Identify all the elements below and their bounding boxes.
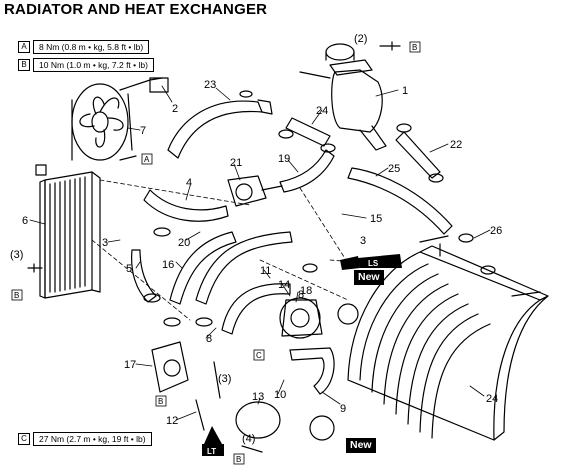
torque-value-a: 8 Nm (0.8 m • kg, 5.8 ft • lb) <box>33 40 150 54</box>
hose-22 <box>395 131 441 179</box>
part-14: 14 <box>278 279 290 291</box>
torque-spec-b: B 10 Nm (1.0 m • kg, 7.2 ft • lb) <box>18 58 154 72</box>
pipe-11 <box>195 231 293 305</box>
callout-b-left: B <box>14 291 19 300</box>
part-4: 4 <box>186 177 192 189</box>
part-15: 15 <box>370 213 382 225</box>
water-pump <box>279 297 323 339</box>
hose-25 <box>347 167 453 235</box>
hose-24-top <box>285 117 331 147</box>
torque-spec-a: A 8 Nm (0.8 m • kg, 5.8 ft • lb) <box>18 40 150 54</box>
fan-connector <box>149 77 169 93</box>
cooling-fan <box>71 77 163 161</box>
torque-key-b: B <box>18 59 30 71</box>
part-24-top: 24 <box>316 105 328 117</box>
qty-3-bottom: (3) <box>218 373 231 385</box>
part-11: 11 <box>260 265 271 277</box>
part-26: 26 <box>490 225 502 237</box>
part-5: 5 <box>126 263 132 275</box>
torque-key-a: A <box>18 41 30 53</box>
part-16: 16 <box>162 259 174 271</box>
callout-a-fan: A <box>144 155 150 164</box>
part-8-mid: 8 <box>298 289 304 301</box>
part-6: 6 <box>22 215 28 227</box>
leader-lines <box>29 85 491 421</box>
torque-spec-c: C 27 Nm (2.7 m • kg, 19 ft • lb) <box>18 432 152 446</box>
part-9: 9 <box>340 403 346 415</box>
hose-4 <box>143 189 229 222</box>
callout-c-mid: C <box>256 351 262 360</box>
thermostat-housing <box>227 175 283 207</box>
pipe-14 <box>221 283 291 335</box>
part-25: 25 <box>388 163 400 175</box>
qty-3-left: (3) <box>10 249 23 261</box>
housing-cover-bottom <box>235 401 281 439</box>
part-10: 10 <box>274 389 286 401</box>
torque-callout-boxes: B A B C B B <box>11 41 421 465</box>
part-18: 18 <box>300 285 312 297</box>
callout-b-bottom: B <box>158 397 163 406</box>
part-21: 21 <box>230 157 242 169</box>
hose-19 <box>279 149 335 193</box>
ls-grease-icon: LS <box>340 254 402 270</box>
heat-exchanger <box>347 235 549 441</box>
pipe-16 <box>169 231 237 305</box>
part-12: 12 <box>166 415 178 427</box>
torque-key-c: C <box>18 433 30 445</box>
guide-lines <box>91 179 381 321</box>
o-ring-right <box>337 303 359 325</box>
torque-value-b: 10 Nm (1.0 m • kg, 7.2 ft • lb) <box>33 58 154 72</box>
part-17: 17 <box>124 359 136 371</box>
part-3-right: 3 <box>360 235 366 247</box>
part-24-bottom: 24 <box>486 393 498 405</box>
callout-b-base: B <box>236 455 241 464</box>
pipe-9 <box>289 347 335 395</box>
new-badge-bottom: New <box>346 438 376 453</box>
ls-label: LS <box>368 259 379 268</box>
part-20: 20 <box>178 237 190 249</box>
new-badge-right: New <box>354 270 384 285</box>
reservoir-tank <box>299 43 387 151</box>
qty-4-bottom: (4) <box>242 433 255 445</box>
part-7: 7 <box>140 125 146 137</box>
lt-locking-agent-icon: LT <box>202 426 224 456</box>
part-19: 19 <box>278 153 290 165</box>
part-1: 1 <box>402 85 408 97</box>
part-13: 13 <box>252 391 264 403</box>
part-3-left: 3 <box>102 237 108 249</box>
bolts <box>27 41 401 453</box>
torque-value-c: 27 Nm (2.7 m • kg, 19 ft • lb) <box>33 432 152 446</box>
diagram-title: RADIATOR AND HEAT EXCHANGER <box>4 1 268 18</box>
radiator-core-left <box>35 164 101 299</box>
upper-hose-23 <box>167 100 263 159</box>
part-8-left: 8 <box>206 333 212 345</box>
part-22: 22 <box>450 139 462 151</box>
o-ring-bottom <box>309 415 335 441</box>
qty-2-top: (2) <box>354 33 367 45</box>
callout-b-top: B <box>412 43 417 52</box>
part-2: 2 <box>172 103 178 115</box>
part-number-labels: 1 2 3 3 4 5 6 7 8 8 9 10 11 12 13 14 15 … <box>10 33 502 445</box>
lt-label: LT <box>207 447 216 456</box>
part-23: 23 <box>204 79 216 91</box>
pump-cover-17 <box>151 341 189 393</box>
hose-clamps <box>143 90 496 327</box>
